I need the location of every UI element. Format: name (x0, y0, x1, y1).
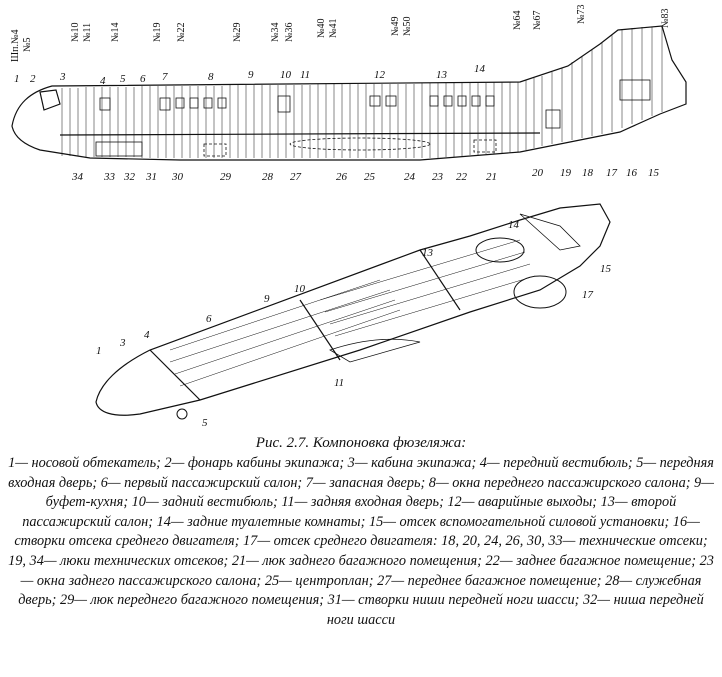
callout-number: 10 (280, 69, 292, 81)
callout-number: 2 (30, 73, 36, 85)
frame-label: №22 (176, 22, 187, 42)
callout-number: 9 (264, 293, 270, 305)
callout-number: 9 (248, 69, 254, 81)
frame-label: №29 (232, 22, 243, 42)
callout-number: 32 (123, 171, 136, 183)
callout-number: 4 (144, 329, 150, 341)
callout-number: 14 (508, 219, 520, 231)
callout-number: 30 (171, 171, 184, 183)
callout-number: 6 (206, 313, 212, 325)
callout-number: 11 (334, 377, 344, 389)
frame-label: №41 (328, 18, 339, 38)
callout-number: 15 (600, 263, 612, 275)
callout-number: 22 (456, 171, 468, 183)
cutaway-callouts: 1 3 4 5 6 9 10 11 13 14 15 17 (96, 219, 612, 429)
callout-number: 1 (96, 345, 102, 357)
side-view-top-callouts: 1 2 3 4 5 6 7 8 9 10 11 12 13 14 (14, 63, 486, 87)
callout-number: 6 (140, 73, 146, 85)
callout-number: 12 (374, 69, 386, 81)
fuselage-layout-diagram: Шп.№4 №5 №10 №11 №14 №19 №22 №29 №34 №36… (10, 4, 687, 429)
callout-number: 29 (220, 171, 232, 183)
frame-label: №67 (532, 10, 543, 30)
callout-number: 23 (432, 171, 444, 183)
frame-label: №64 (512, 10, 523, 30)
callout-number: 3 (59, 71, 66, 83)
side-view-bottom-callouts: 34 33 32 31 30 29 28 27 26 25 24 23 22 2… (71, 167, 660, 183)
frame-label: №14 (110, 22, 121, 42)
callout-number: 31 (145, 171, 157, 183)
callout-number: 17 (606, 167, 618, 179)
callout-number: 4 (100, 75, 106, 87)
frame-label: №34 (270, 22, 281, 42)
callout-number: 21 (486, 171, 497, 183)
callout-number: 13 (422, 247, 434, 259)
frame-label: №40 (316, 18, 327, 38)
figure-caption: Рис. 2.7. Компоновка фюзеляжа: 1— носово… (0, 434, 722, 630)
callout-number: 7 (162, 71, 168, 83)
callout-number: 17 (582, 289, 594, 301)
callout-number: 20 (532, 167, 544, 179)
callout-number: 34 (71, 171, 84, 183)
frame-label: №83 (660, 8, 671, 28)
callout-number: 28 (262, 171, 274, 183)
callout-number: 26 (336, 171, 348, 183)
caption-title: Рис. 2.7. Компоновка фюзеляжа: (255, 435, 467, 451)
callout-number: 5 (202, 417, 208, 429)
callout-number: 8 (208, 71, 214, 83)
fuselage-side-view (11, 25, 687, 161)
callout-number: 15 (648, 167, 660, 179)
frame-label: №5 (22, 37, 33, 52)
callout-number: 19 (560, 167, 572, 179)
frame-number-labels: Шп.№4 №5 №10 №11 №14 №19 №22 №29 №34 №36… (10, 4, 671, 62)
callout-number: 33 (103, 171, 116, 183)
frame-label: №19 (152, 22, 163, 42)
frame-label: №10 (70, 22, 81, 42)
frame-label: Шп.№4 (10, 30, 21, 62)
callout-number: 25 (364, 171, 376, 183)
callout-number: 24 (404, 171, 416, 183)
frame-label: №73 (576, 4, 587, 24)
callout-number: 3 (119, 337, 126, 349)
frame-label: №49 (390, 16, 401, 36)
frame-label: №11 (82, 23, 93, 42)
caption-legend: 1— носовой обтекатель; 2— фонарь кабины … (8, 455, 714, 628)
callout-number: 14 (474, 63, 486, 75)
callout-number: 10 (294, 283, 306, 295)
fuselage-cutaway-view (95, 203, 611, 420)
callout-number: 27 (290, 171, 302, 183)
callout-number: 18 (582, 167, 594, 179)
callout-number: 5 (120, 73, 126, 85)
callout-number: 11 (300, 69, 310, 81)
callout-number: 13 (436, 69, 448, 81)
callout-number: 1 (14, 73, 20, 85)
callout-number: 16 (626, 167, 638, 179)
frame-label: №36 (284, 22, 295, 42)
frame-label: №50 (402, 16, 413, 36)
